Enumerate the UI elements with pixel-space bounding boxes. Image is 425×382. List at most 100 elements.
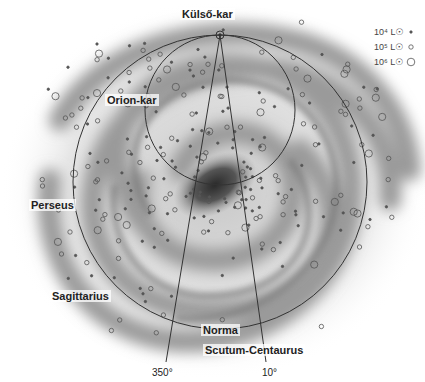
hii-region	[144, 300, 146, 302]
hii-region	[277, 193, 279, 195]
hii-region	[164, 197, 168, 201]
hii-region	[200, 70, 204, 74]
hii-region	[204, 56, 206, 58]
hii-region	[63, 116, 67, 120]
hii-region	[198, 195, 200, 197]
hii-region	[189, 69, 191, 71]
hii-region	[340, 229, 342, 231]
hii-region	[217, 142, 219, 144]
hii-region	[281, 265, 283, 267]
hii-region	[148, 212, 150, 214]
hii-region	[299, 20, 303, 24]
hii-region	[331, 198, 338, 205]
hii-region	[89, 152, 91, 154]
hii-region	[369, 218, 371, 220]
hii-region	[118, 318, 122, 322]
hii-region	[113, 277, 115, 279]
hii-region	[192, 75, 194, 77]
hii-region	[128, 81, 130, 83]
hii-region	[225, 125, 229, 129]
hii-region	[47, 88, 49, 90]
hii-region	[149, 286, 153, 290]
hii-region	[71, 170, 78, 177]
hii-region	[160, 231, 164, 235]
hii-region	[174, 166, 176, 168]
hii-region	[138, 160, 142, 164]
hii-region	[159, 146, 161, 148]
hii-region	[142, 293, 144, 295]
legend-text: 10⁴ L☉	[374, 28, 403, 37]
hii-region	[241, 199, 243, 201]
hii-region	[90, 275, 92, 277]
hii-region	[251, 210, 253, 212]
hii-region	[151, 176, 155, 180]
hii-region	[287, 88, 289, 90]
hii-region	[322, 216, 324, 218]
hii-region	[295, 214, 297, 216]
hii-region	[339, 109, 343, 113]
hii-region	[97, 161, 99, 163]
hii-region	[109, 328, 113, 332]
hii-region	[202, 86, 204, 88]
hii-region	[190, 112, 194, 116]
hii-region	[358, 106, 362, 110]
hii-region	[225, 201, 227, 203]
hii-region	[168, 192, 172, 196]
hii-region	[238, 125, 242, 129]
hii-region	[80, 96, 84, 100]
hii-region	[103, 212, 107, 216]
hii-region	[188, 62, 192, 66]
hii-region	[227, 107, 229, 109]
hii-region	[218, 69, 220, 71]
hii-region	[232, 257, 234, 259]
hii-region	[313, 199, 317, 203]
hii-region	[163, 178, 165, 180]
hii-region	[70, 113, 74, 117]
hii-region	[351, 125, 353, 127]
hii-region	[261, 248, 263, 250]
hii-region	[156, 159, 158, 161]
hii-region	[202, 230, 206, 234]
spiral-arms	[49, 34, 410, 341]
hii-region	[304, 75, 311, 82]
hii-region	[321, 53, 323, 55]
hii-region	[148, 205, 155, 212]
hii-region	[147, 57, 151, 61]
hii-region	[372, 134, 374, 136]
hii-region	[319, 324, 323, 328]
longitude-label: 350°	[152, 367, 173, 378]
hii-region	[232, 147, 234, 149]
arm-name: Sagittarius	[50, 290, 111, 302]
hii-region	[94, 180, 98, 184]
hii-region	[87, 96, 89, 98]
hii-region	[121, 172, 123, 174]
hii-region	[124, 208, 126, 210]
hii-region	[116, 239, 120, 243]
hii-region	[237, 191, 241, 195]
hii-region	[339, 193, 343, 197]
hii-region	[145, 195, 147, 197]
hii-region	[127, 182, 129, 184]
hii-region	[68, 230, 72, 234]
hii-region	[374, 87, 378, 91]
hii-region	[74, 125, 78, 129]
hii-region	[308, 102, 310, 104]
hii-region	[261, 99, 265, 103]
hii-region	[244, 186, 246, 188]
hii-region	[143, 42, 145, 44]
hii-region	[182, 93, 186, 97]
hii-region	[234, 206, 236, 208]
hii-region	[126, 138, 128, 140]
hii-region	[170, 136, 174, 140]
hii-region	[243, 161, 245, 163]
hii-region	[141, 48, 145, 52]
hii-region	[226, 231, 230, 235]
hii-region	[250, 196, 254, 200]
hii-region	[249, 188, 251, 190]
hii-region	[74, 254, 76, 256]
hii-region	[250, 152, 252, 154]
hii-region	[172, 83, 179, 90]
longitude-line	[166, 35, 220, 362]
hii-region	[207, 230, 209, 232]
